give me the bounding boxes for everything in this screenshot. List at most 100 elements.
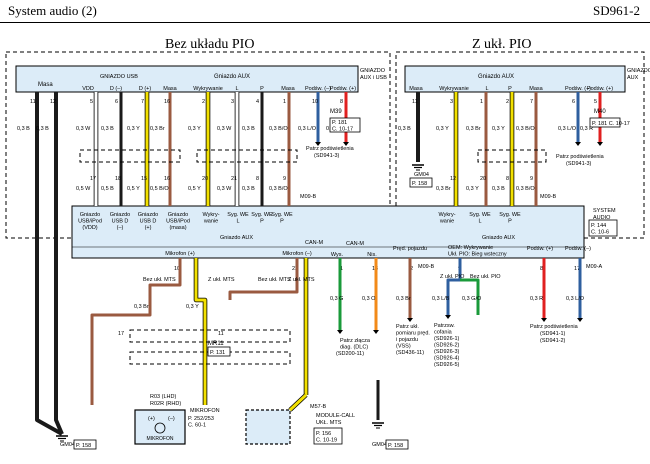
group-usb: GNIAZDO USB [100,74,138,80]
pin-number-top-left: 4 [256,99,259,105]
microphone-box [134,409,186,445]
pin-number-top-left: 12 [50,99,56,105]
ground-right-page: P. 158 [412,181,427,187]
system-cell-label: Syg. WE [271,212,293,218]
aux-usb-connector-tag: AUX i USB [360,75,387,81]
pin-number-top-right: 3 [450,99,453,105]
aux-connector-tag: GNIAZDO [627,68,650,74]
see-cofania-ref: (SD926-5) [434,362,460,368]
pin-number-top-left: 10 [312,99,318,105]
aux-connector-box [404,65,626,93]
arrow-vss [407,318,413,322]
wire-label-mic: 0,3 Y [186,304,199,310]
z-mts-label-2: Z ukł. MTS [288,277,315,283]
system-cell-label: wanie [203,219,218,225]
wire-label-bottom-left: 0,5 B [101,186,114,192]
system-cell-label: Wykry- [202,212,219,218]
mr11-ref: P. 131 [210,350,225,356]
header-bar: System audio (2) SD961-2 [0,0,650,23]
right-splice-box [477,149,547,163]
system-cell-label: (+) [145,225,152,231]
pin-number-bottom-right: 9 [530,176,533,182]
group-aux-right: Gniazdo AUX [478,74,514,80]
jc-left: M09-B [300,194,317,200]
jc-bottom-2: M09-A [586,264,603,270]
system-cell-label: wanie [439,219,454,225]
system-cell-label: USB/iPod [166,219,190,225]
wire-label-top-left: 0,3 Y [188,126,201,132]
system-bottom-label: Wys. [331,252,344,258]
r03-label: R03 (LHD) [150,394,176,400]
top-label-right: P [508,86,512,92]
system-cell-label: USB/iPod [78,219,102,225]
system-cell-label: Gniazdo [138,212,159,218]
can-label: CAN-M [305,240,323,246]
module-call-ref-box [313,427,343,445]
arrow-can-low [373,330,379,334]
module-call-ref: C. 10-19 [316,438,337,444]
system-group-aux-right: Gniazdo AUX [482,235,515,241]
wire-label-ill-minus: 0,3 L/O [566,296,585,302]
module-call-ref: P. 156 [316,431,331,437]
top-label-left: Podśw. (–) [305,86,331,92]
wire-mic-plus [90,258,182,405]
wire-label-orange: 0,3 O [362,296,376,302]
see-cofania: cofania [434,330,453,336]
pin-number-bottom-left: 18 [115,176,121,182]
conn-m40: M40 [594,109,606,115]
wire-mic-mts [228,258,299,300]
ground-right-label: GM04 [414,172,429,178]
ground-2-label: GM04 [372,442,387,448]
top-label-left: D (+) [139,86,152,92]
see-vss: (VSS) [396,344,411,350]
wire-label-bottom-right: 0,3 B/O [516,186,535,192]
wire-masa-1 [35,92,63,436]
mic-splice-box-1 [129,329,291,343]
group-masa: Masa [38,82,53,88]
pin-number-top-left: 5 [90,99,93,105]
system-cell-label: Gniazdo [168,212,189,218]
pin-number-bottom-left: 21 [231,176,237,182]
system-bottom-label: Podśw. (–) [565,246,591,252]
system-cell-label: Gniazdo [110,212,131,218]
wire-label-top-right: 0,3 B/O [516,126,535,132]
mic-ref: C. 60-1 [188,423,206,429]
section-title-left: Bez układu PIO [165,37,255,52]
see-cofania-ref: (SD926-1) [434,336,460,342]
mic-ref: P. 252/253 [188,416,214,422]
system-bottom-label: Podśw. (+) [527,246,553,252]
top-label-left: P [260,86,264,92]
system-bottom-pin: 8 [540,266,543,272]
aux-usb-connector-tag: GNIAZDO [360,68,386,74]
see-vss: Patrz ukł. [396,324,419,330]
module-call-tag: UKŁ. MTS [316,420,342,426]
system-audio-box [71,205,585,259]
pin-number-top-left: 6 [115,99,118,105]
arrow-left-red [343,142,349,146]
system-cell-label: Syg. WE [499,212,521,218]
pin-number-top-right: 2 [506,99,509,105]
left-see-ref: (SD941-3) [314,153,340,159]
wire-label-mic: 0,3 Br [134,304,149,310]
wire-masa-2 [54,92,64,435]
mic-inner-label: MIKROFON [147,436,174,442]
wire-label-bottom-left: 0,5 Y [127,186,140,192]
system-cell-label: Gniazdo [80,212,101,218]
group-aux-left: Gniazdo AUX [214,74,250,80]
system-bottom-label: Nis. [367,252,377,258]
system-cell-label: L [236,219,239,225]
system-bottom-label: CAN-M [346,241,364,247]
system-cell-label: P [508,219,512,225]
see-dlc-ref: (SD200-11) [336,351,364,357]
z-mts-label: Z ukł. MTS [208,277,235,283]
z-pio-label: Z ukł. PIO [440,274,465,280]
system-bottom-label: Pręd. pojazdu [393,246,427,252]
top-label-left: Wykrywanie [193,86,223,92]
jc-bottom-1: M09-B [418,264,435,270]
pin-number-top-left: 7 [141,99,144,105]
diagram-title: System audio (2) [8,3,97,18]
top-label-left: L [235,86,238,92]
pin-number-bottom-left: 9 [283,176,286,182]
